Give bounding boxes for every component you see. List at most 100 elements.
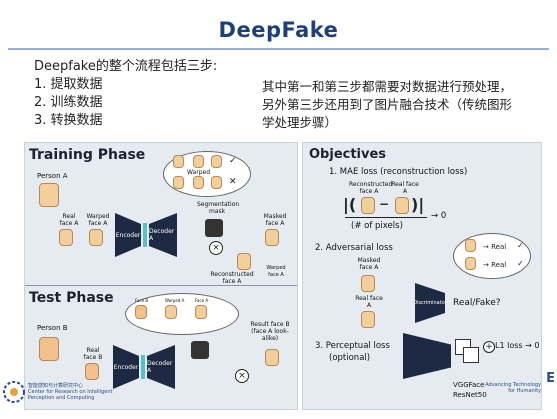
bubble-face — [211, 155, 222, 168]
mae-loss-label: 1. MAE loss (reconstruction loss) — [329, 167, 468, 177]
result-label: Result face B (face A look-alike) — [250, 321, 290, 342]
discriminator-block: Discriminator — [415, 283, 445, 323]
masked-face-a-label: Masked face A — [263, 213, 287, 227]
multiply-icon-test: × — [235, 369, 249, 383]
bubble-face — [195, 305, 207, 319]
recon-face-photo — [361, 197, 375, 214]
bubble-face — [135, 305, 147, 319]
title-rule — [8, 48, 549, 50]
vgg-network-block — [403, 333, 451, 379]
intro-step-1: 1. 提取数据 — [34, 77, 103, 92]
resnet50-label: ResNet50 — [453, 391, 487, 399]
feature-stack — [463, 347, 479, 363]
training-test-figure: Training Phase Warped ✓ ✕ Person A Real … — [24, 142, 298, 410]
real-face-a-photo — [59, 229, 73, 246]
bubble-face — [465, 257, 476, 270]
real-fake-label: Real/Fake? — [453, 298, 501, 308]
intro-block: Deepfake的整个流程包括三步: 1. 提取数据 2. 训练数据 3. 转换… — [34, 58, 217, 130]
test-bubble-label-face-b: Face B — [135, 298, 149, 303]
test-bubble-label-face-a: Face A — [195, 298, 209, 303]
encoder-label: Encoder — [115, 231, 141, 239]
segmentation-mask-label: Segmentation mask — [197, 201, 240, 215]
segmentation-mask-image-test — [191, 341, 209, 359]
minus-sign: − — [379, 197, 390, 211]
segmentation-mask-image — [205, 219, 223, 237]
phase-divider — [25, 285, 297, 286]
warped-face-a-label: Warped face A — [86, 213, 110, 227]
institute-name-en-1: Center for Research on Intelligent — [28, 389, 113, 395]
check-icon: ✓ — [517, 241, 524, 250]
perceptual-loss-label: 3. Perceptual loss — [315, 341, 390, 351]
bubble-face — [173, 155, 184, 168]
check-icon: ✓ — [517, 259, 524, 268]
real-face-photo-2 — [361, 311, 375, 328]
latent-bar — [143, 223, 147, 247]
real-face-b-label: Real face B — [83, 347, 103, 361]
real-face-label: Real face A — [391, 181, 419, 195]
real-face-a-label: Real face A — [59, 213, 79, 227]
cross-icon: ✕ — [229, 177, 237, 187]
adversarial-loss-label: 2. Adversarial loss — [315, 243, 393, 253]
warped-face-small-label: Warped face A — [266, 265, 286, 278]
bubble-real-1: → Real — [483, 243, 507, 251]
test-phase-title: Test Phase — [29, 290, 114, 306]
masked-face-photo — [361, 275, 375, 292]
decoder-a-label: Decoder A — [149, 228, 175, 242]
formula-tail: → 0 — [431, 211, 447, 221]
intro-step-2: 2. 训练数据 — [34, 95, 103, 110]
intro-lead: Deepfake的整个流程包括三步: — [34, 59, 218, 74]
discriminator-label: Discriminator — [413, 300, 447, 306]
bubble-face — [165, 305, 177, 319]
person-b-label: Person B — [37, 324, 68, 332]
l1-loss-label: L1 loss → 0 — [495, 341, 540, 350]
result-face-photo — [265, 349, 279, 366]
page-title: DeepFake — [218, 18, 339, 42]
reconstructed-face-a-label: Reconstructed face A — [210, 271, 254, 285]
note-text: 其中第一和第三步都需要对数据进行预处理，另外第三步还用到了图片融合技术（传统图形… — [262, 79, 513, 130]
decoder-a-block-test: Decoder A — [147, 345, 175, 389]
encoder-block-test: Encoder — [113, 345, 139, 389]
bubble-warped-label: Warped — [187, 169, 211, 176]
formula-fraction-line — [345, 217, 427, 218]
encoder-label-test: Encoder — [113, 363, 139, 371]
bubble-face — [173, 176, 184, 189]
pixel-count-label: (# of pixels) — [351, 221, 403, 231]
ieee-tagline-2: for Humanity — [508, 388, 541, 394]
bubble-real-2: → Real — [483, 261, 507, 269]
reconstructed-face-label: Reconstructed face A — [349, 181, 393, 195]
reconstructed-face-a-photo — [237, 253, 251, 270]
plus-icon: + — [483, 341, 495, 353]
intro-step-3: 3. 转换数据 — [34, 113, 103, 128]
institute-name-en-2: Perception and Computing — [28, 395, 95, 401]
test-bubble-label-warped-a: Warped A — [165, 298, 185, 303]
bubble-face — [193, 176, 204, 189]
institute-logo-icon — [2, 380, 26, 404]
training-phase-title: Training Phase — [29, 147, 146, 163]
ieee-letter: E — [546, 371, 555, 386]
institute-name-cn: 智能感知与计算研究中心 — [28, 383, 84, 389]
warped-face-a-photo — [89, 229, 103, 246]
multiply-icon: × — [209, 241, 223, 255]
person-a-label: Person A — [37, 172, 68, 180]
institute-logo-text: 智能感知与计算研究中心 Center for Research on Intel… — [28, 383, 112, 401]
decoder-a-block: Decoder A — [149, 213, 177, 257]
decoder-a-label-test: Decoder A — [147, 360, 173, 374]
check-icon: ✓ — [229, 156, 237, 166]
vggface-label: VGGFace — [453, 381, 485, 389]
masked-face-label: Masked face A — [357, 257, 381, 271]
latent-bar-test — [141, 355, 145, 379]
real-face-photo — [395, 197, 409, 214]
objectives-figure: Objectives 1. MAE loss (reconstruction l… — [302, 142, 542, 410]
real-face-b-photo — [85, 363, 99, 380]
masked-face-a-photo — [265, 229, 279, 246]
ieee-logo: E Advancing Technology for Humanity — [485, 372, 555, 394]
objectives-title: Objectives — [309, 147, 387, 162]
bubble-face — [193, 155, 204, 168]
person-a-photo — [39, 183, 59, 207]
bubble-face — [465, 239, 476, 252]
bubble-face — [211, 176, 222, 189]
encoder-block: Encoder — [115, 213, 141, 257]
formula-open: |( — [343, 195, 357, 214]
ieee-tagline-1: Advancing Technology — [485, 382, 541, 388]
perceptual-optional-label: (optional) — [329, 353, 371, 363]
